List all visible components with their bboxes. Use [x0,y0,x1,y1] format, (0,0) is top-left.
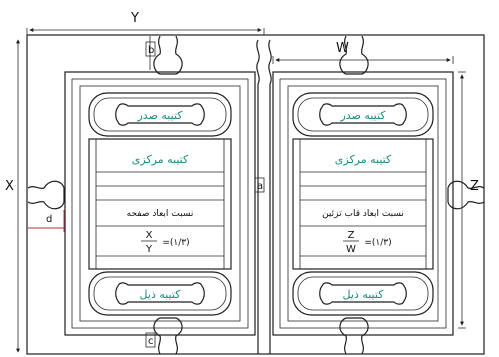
ratio-value-right: =(۱/۳) [364,238,391,248]
bottom-medallion-left [153,317,183,355]
label-a: a [257,181,263,192]
ratio-den-left: Y [145,244,153,255]
label-b: b [148,45,154,56]
ratio-caption-right: نسبت ابعاد قاب تزئین [322,209,404,219]
top-cartouche-text-left: کتیبه صدر [136,109,183,122]
top-cartouche-text-right: کتیبه صدر [339,109,386,122]
bottom-cartouche-text-left: کتیبه ذیل [140,288,182,301]
label-y: Y [130,11,139,26]
ratio-num-right: Z [348,230,355,241]
side-medallion-left [27,180,65,210]
center-title-left: کتیبه مرکزی [132,153,189,166]
left-page: b c d کتیبه صدر کتیبه مرکزی نسبت ابعاد ص… [27,35,256,355]
top-cartouche-left [115,103,205,126]
center-title-right: کتیبه مرکزی [335,153,392,166]
label-w: W [336,41,349,56]
label-z: Z [470,179,479,194]
top-medallion-left [153,35,183,75]
ratio-caption-left: نسبت ابعاد صفحه [127,209,194,219]
ratio-den-right: W [346,244,356,255]
label-c: c [148,336,154,347]
ratio-num-left: X [146,230,153,241]
bottom-medallion-right [339,317,369,355]
label-x: X [5,179,14,194]
dimension-y: Y [26,11,265,35]
ratio-value-left: =(۱/۳) [162,238,189,248]
right-page: W Z کتیبه صدر کتیبه مرکزی نسبت ابعاد قاب… [272,35,485,355]
dimension-x: X [5,39,20,353]
bottom-cartouche-text-right: کتیبه ذیل [343,288,385,301]
top-medallion-right [339,35,369,75]
bottom-cartouche-left [115,282,205,305]
side-medallion-right [447,180,485,210]
bottom-cartouche-right [319,282,407,305]
top-cartouche-right [319,103,407,126]
spread-outer-border [26,34,485,355]
spine: a [254,39,272,354]
label-d: d [46,214,52,225]
dimension-z: Z [458,71,479,329]
